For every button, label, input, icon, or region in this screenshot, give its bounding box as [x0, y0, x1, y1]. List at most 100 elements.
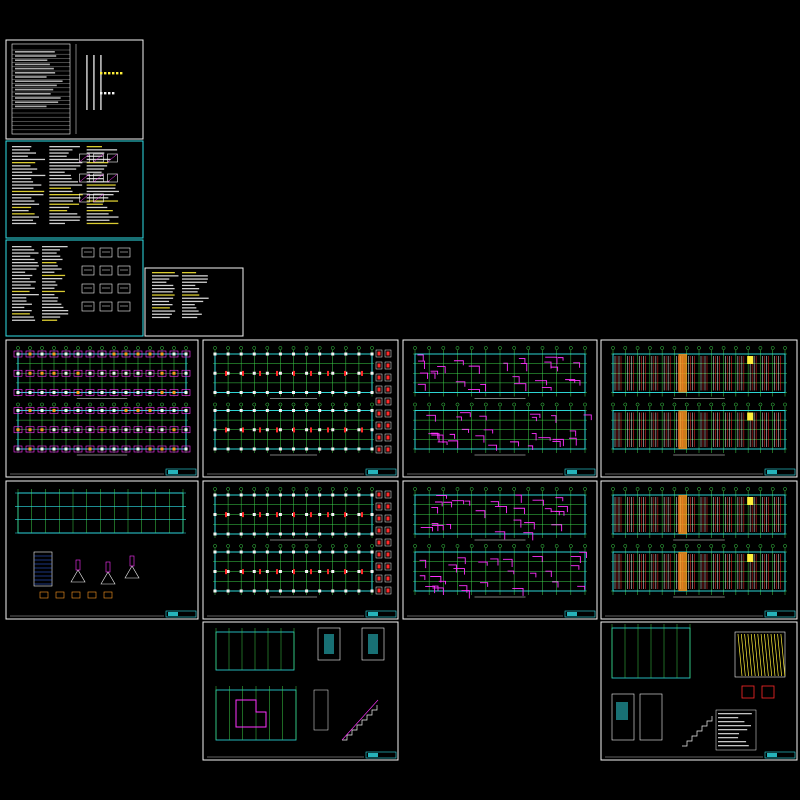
hatch-block [747, 554, 754, 562]
column [265, 428, 269, 432]
sheet-general-notes-2[interactable] [5, 239, 144, 337]
note-line [42, 246, 68, 248]
notes-text-block [12, 246, 131, 321]
sheet-general-notes-3[interactable] [144, 267, 244, 337]
note-line [42, 287, 55, 289]
title-block-logo [368, 470, 378, 474]
axis-bubble [265, 402, 270, 407]
note-line [42, 306, 64, 309]
title-glyph [108, 72, 111, 75]
column [265, 550, 269, 554]
note-line [49, 210, 68, 212]
column [292, 589, 295, 593]
column [213, 428, 217, 432]
sheet-foundation-plan[interactable] [5, 339, 199, 478]
axis-bubble [184, 346, 188, 350]
column [357, 352, 361, 356]
sheet-beam-plan-2[interactable] [402, 480, 598, 620]
sheet-column-plan-2[interactable] [202, 480, 399, 620]
note-line [12, 249, 35, 251]
detail-sketch [99, 283, 113, 294]
notes-text-block [152, 272, 209, 319]
axis-bubble [672, 487, 677, 491]
sheet-column-plan[interactable] [202, 339, 399, 478]
table-text-line [15, 93, 51, 95]
sheet-general-notes-1[interactable] [5, 140, 144, 239]
column [305, 493, 309, 497]
section-detail [384, 586, 392, 595]
sheet-foundation-details[interactable] [5, 480, 199, 620]
axis-bubble [317, 487, 322, 491]
section-detail [384, 433, 392, 442]
column [357, 409, 361, 412]
column-tag [327, 370, 329, 376]
sheet-roof-stair[interactable] [202, 621, 399, 761]
section-rebar [386, 435, 390, 440]
sheet-slab-plan-2[interactable] [600, 480, 798, 620]
column [100, 428, 104, 432]
sheet-beam-plan-1[interactable] [402, 339, 598, 478]
beam-annotation [502, 558, 513, 567]
column [278, 570, 282, 573]
sheet-slab-plan-1[interactable] [600, 339, 798, 478]
title-block-logo [767, 753, 777, 757]
column [344, 352, 348, 356]
column [148, 371, 152, 375]
note-line [49, 203, 80, 205]
axis-bubble [317, 346, 322, 350]
axis-bubble [441, 402, 446, 407]
note-line [12, 197, 32, 199]
column-tag [259, 370, 261, 376]
axis-bubble [455, 544, 460, 548]
column [278, 428, 282, 432]
column [318, 589, 322, 593]
sheet-stair-details[interactable] [600, 621, 798, 761]
axis-bubble [304, 487, 309, 491]
title-glyph [120, 72, 123, 75]
axis-bubble [568, 487, 573, 491]
axis-bubble [746, 402, 750, 407]
section-rebar [377, 552, 381, 557]
axis-bubble [660, 544, 664, 548]
column [318, 550, 322, 554]
beam-annotation [448, 440, 459, 449]
sheet-cover[interactable] [5, 39, 144, 140]
column [318, 409, 322, 412]
beam-annotation [436, 495, 447, 499]
axis-bubble [526, 487, 531, 491]
axis-bubble [317, 544, 322, 548]
column [344, 550, 348, 554]
outline-wall [414, 551, 586, 592]
column-tag [361, 569, 363, 575]
beam-annotation [467, 389, 481, 393]
note-line [49, 187, 71, 189]
table-text-line [15, 84, 57, 87]
axis-bubble [469, 402, 474, 407]
column [278, 532, 282, 536]
note-line [12, 303, 32, 305]
beam-annotation [431, 432, 439, 439]
column [226, 352, 230, 356]
axis-bubble [317, 402, 322, 407]
column [239, 532, 243, 536]
section-detail [384, 538, 392, 547]
axis-bubble [469, 487, 474, 491]
axis-bubble [16, 402, 20, 407]
title-block [564, 610, 596, 618]
section-rebar [386, 552, 390, 557]
note-line [718, 713, 752, 715]
footing [181, 350, 191, 358]
column [292, 391, 295, 394]
footing [97, 389, 107, 396]
axis-bubble [88, 402, 92, 407]
note-line [182, 281, 207, 283]
axis-bubble [76, 346, 80, 350]
note-line [12, 255, 31, 257]
note-line [86, 155, 103, 157]
column [252, 428, 256, 432]
axis-bubble [611, 402, 615, 407]
title-block-logo [168, 470, 178, 474]
section-detail [375, 526, 383, 535]
section-detail [384, 562, 392, 571]
